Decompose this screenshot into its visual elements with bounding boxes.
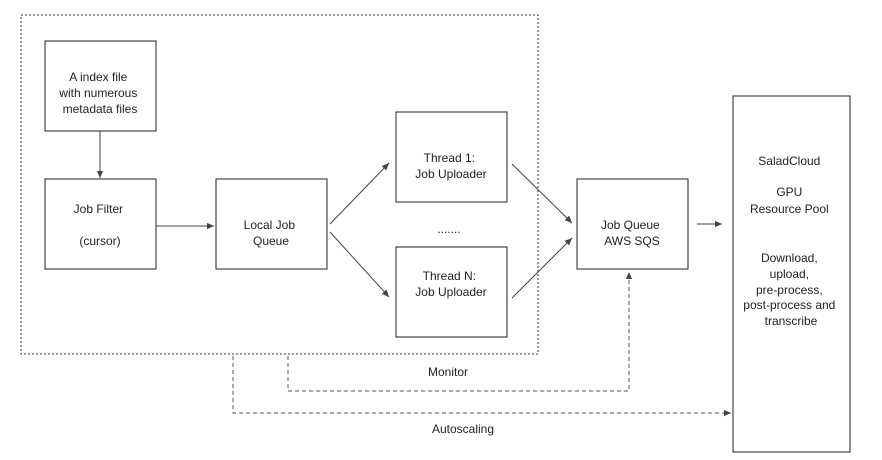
job-filter-label: Job Filter (cursor) <box>74 202 127 248</box>
local-job-queue-node: Local Job Queue <box>215 178 328 270</box>
autoscaling-label: Autoscaling <box>432 422 494 436</box>
thread-1-node: Thread 1: Job Uploader <box>395 111 508 203</box>
arrow-queue-to-thread-1 <box>329 162 390 225</box>
thread-ellipsis: ....... <box>437 222 460 236</box>
aws-sqs-node: Job Queue AWS SQS <box>576 178 689 270</box>
monitor-label: Monitor <box>428 365 468 379</box>
arrow-queue-to-thread-n <box>329 231 390 298</box>
local-job-queue-label: Local Job Queue <box>244 218 299 248</box>
saladcloud-node: SaladCloud GPU Resource Pool Download, u… <box>732 95 851 453</box>
thread-n-label: Thread N: Job Uploader <box>415 269 486 299</box>
arrow-thread-n-to-sqs <box>511 237 573 299</box>
saladcloud-label: SaladCloud GPU Resource Pool Download, u… <box>743 154 838 328</box>
arrow-thread-1-to-sqs <box>511 163 573 224</box>
index-file-label: A index file with numerous metadata file… <box>58 70 140 116</box>
index-file-node: A index file with numerous metadata file… <box>44 40 157 132</box>
monitor-connector <box>287 272 633 392</box>
thread-1-label: Thread 1: Job Uploader <box>415 151 486 181</box>
autoscaling-connector <box>232 356 731 417</box>
job-filter-node: Job Filter (cursor) <box>44 178 157 270</box>
thread-n-node: Thread N: Job Uploader <box>395 246 508 338</box>
aws-sqs-label: Job Queue AWS SQS <box>601 218 663 248</box>
